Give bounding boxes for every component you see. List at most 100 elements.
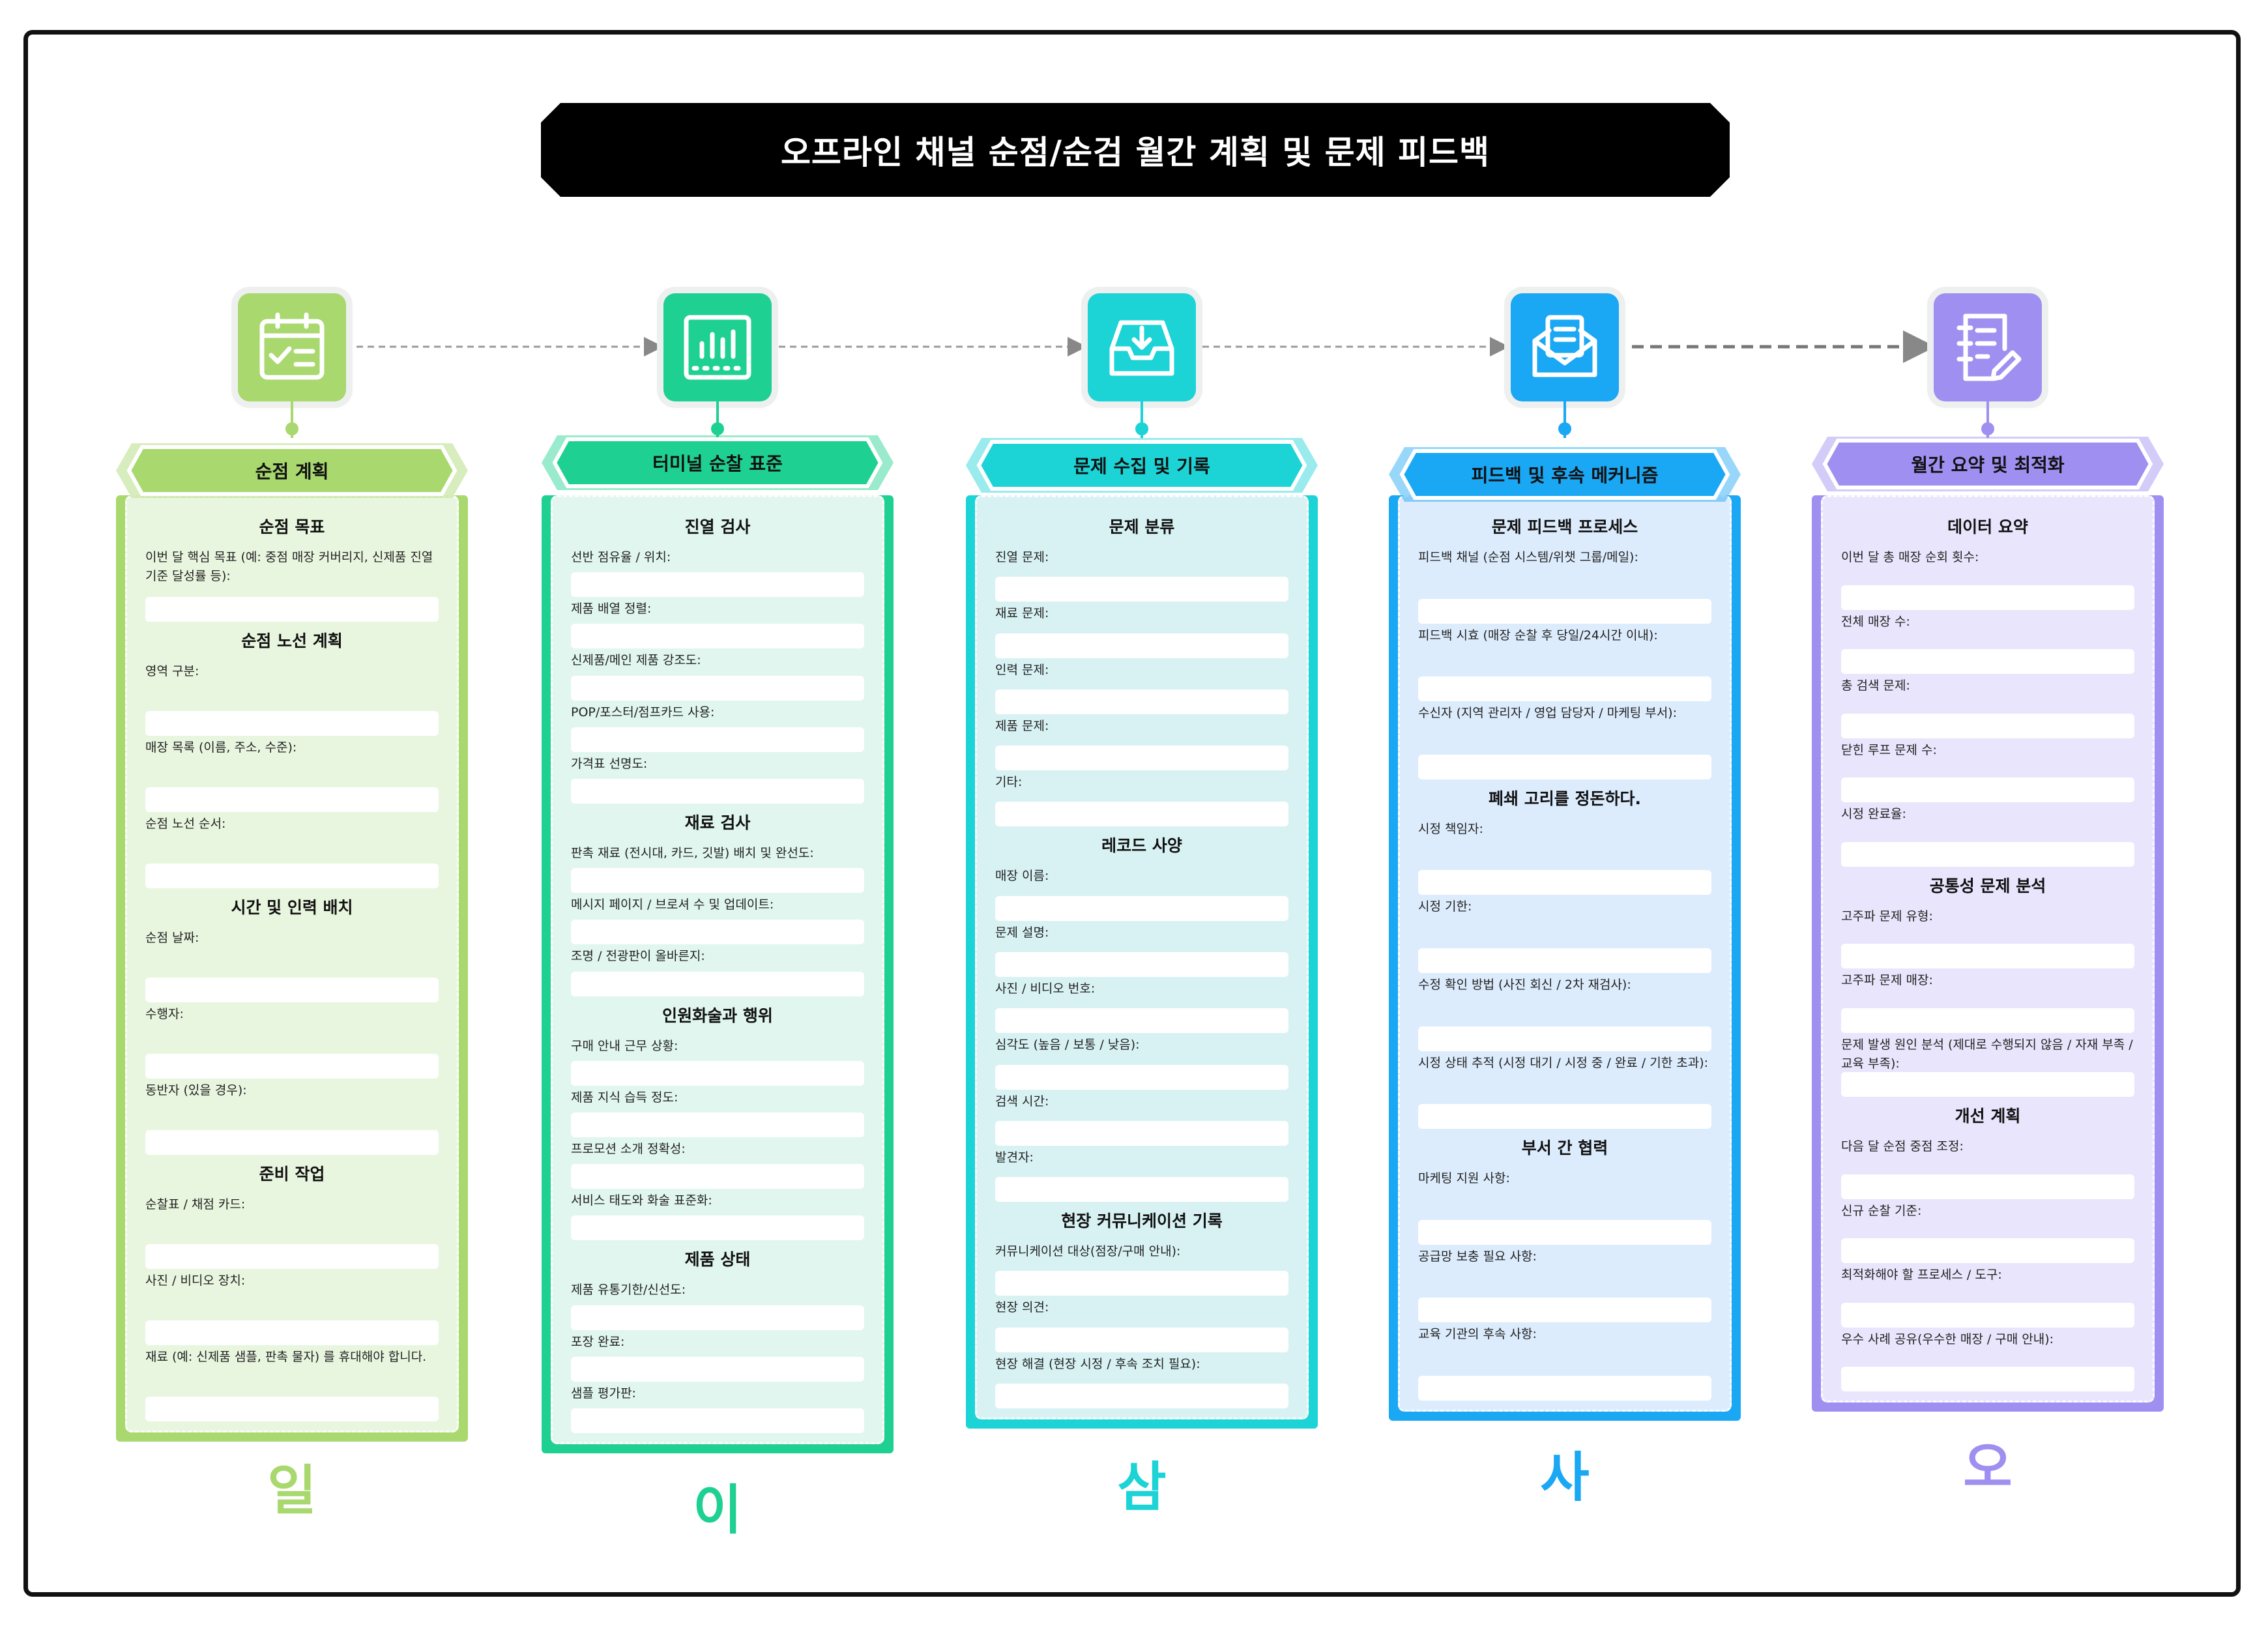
step-header-label: 피드백 및 후속 메커니즘 xyxy=(1471,465,1659,486)
section-title: 부서 간 협력 xyxy=(1521,1139,1608,1158)
connector-dot xyxy=(1135,422,1148,435)
field-input[interactable] xyxy=(1418,598,1711,624)
field-input[interactable] xyxy=(145,1130,439,1155)
field-input[interactable] xyxy=(995,1064,1288,1090)
field-input[interactable] xyxy=(1841,649,2134,674)
field-input[interactable] xyxy=(1841,778,2134,802)
field-label: 다음 달 순점 중점 조정: xyxy=(1841,1139,1964,1154)
field-input[interactable] xyxy=(995,1327,1288,1352)
field-label: 커뮤니케이션 대상(점장/구매 안내): xyxy=(995,1244,1181,1259)
field-input[interactable] xyxy=(1418,870,1711,895)
field-input[interactable] xyxy=(1418,1376,1711,1401)
field-input[interactable] xyxy=(571,1060,864,1086)
section-title: 재료 검사 xyxy=(684,813,751,832)
field-input[interactable] xyxy=(145,711,439,736)
field-input[interactable] xyxy=(1418,1298,1711,1323)
field-input[interactable] xyxy=(145,787,439,812)
field-label: POP/포스터/점프카드 사용: xyxy=(571,705,715,720)
field-input[interactable] xyxy=(571,1305,864,1330)
step-header-1: 순점 계획 xyxy=(109,441,474,501)
field-input[interactable] xyxy=(1841,944,2134,968)
field-label: 닫힌 루프 문제 수: xyxy=(1841,742,1937,757)
field-input[interactable] xyxy=(995,689,1288,714)
field-label: 이번 달 총 매장 순회 횟수: xyxy=(1841,550,1979,564)
field-input[interactable] xyxy=(571,920,864,945)
field-input[interactable] xyxy=(995,952,1288,977)
field-input[interactable] xyxy=(571,1112,864,1137)
field-input[interactable] xyxy=(571,1356,864,1382)
field-input[interactable] xyxy=(995,1120,1288,1146)
field-input[interactable] xyxy=(995,1008,1288,1034)
field-input[interactable] xyxy=(1841,1072,2134,1097)
field-input[interactable] xyxy=(1841,1174,2134,1199)
field-label: 신제품/메인 제품 강조도: xyxy=(571,653,701,668)
field-label: 재료 문제: xyxy=(995,606,1049,621)
field-input[interactable] xyxy=(1841,1238,2134,1263)
field-label: 서비스 태도와 화술 표준화: xyxy=(571,1193,712,1208)
field-input[interactable] xyxy=(995,1177,1288,1202)
section-title: 개선 계획 xyxy=(1955,1107,2021,1126)
field-input[interactable] xyxy=(571,868,864,894)
field-input[interactable] xyxy=(571,779,864,804)
field-label: 제품 유통기한/신선도: xyxy=(571,1283,686,1298)
field-label: 매장 이름: xyxy=(995,869,1049,884)
field-input[interactable] xyxy=(1418,1104,1711,1129)
field-input[interactable] xyxy=(571,1408,864,1433)
field-input[interactable] xyxy=(995,633,1288,658)
connector-dot xyxy=(1981,422,1994,435)
field-input[interactable] xyxy=(1418,1026,1711,1051)
field-input[interactable] xyxy=(995,577,1288,602)
section-title: 현장 커뮤니케이션 기록 xyxy=(1061,1212,1223,1231)
field-input[interactable] xyxy=(995,802,1288,827)
field-input[interactable] xyxy=(571,1215,864,1241)
field-input[interactable] xyxy=(571,624,864,649)
field-input[interactable] xyxy=(1418,948,1711,973)
field-input[interactable] xyxy=(1418,1219,1711,1245)
field-input[interactable] xyxy=(145,978,439,1002)
field-input[interactable] xyxy=(145,1397,439,1421)
section-title: 진열 검사 xyxy=(684,517,751,536)
field-input[interactable] xyxy=(1841,1008,2134,1033)
field-input[interactable] xyxy=(571,675,864,701)
field-input[interactable] xyxy=(1841,1367,2134,1391)
field-input[interactable] xyxy=(145,864,439,888)
field-input[interactable] xyxy=(995,746,1288,771)
section-title: 순점 노선 계획 xyxy=(241,632,343,650)
field-input[interactable] xyxy=(995,895,1288,921)
field-input[interactable] xyxy=(1841,1302,2134,1328)
field-input[interactable] xyxy=(145,1244,439,1269)
field-label: 고주파 문제 매장: xyxy=(1841,973,1933,987)
field-input[interactable] xyxy=(145,1320,439,1345)
field-input[interactable] xyxy=(1841,841,2134,867)
field-input[interactable] xyxy=(995,1271,1288,1296)
section-title: 문제 분류 xyxy=(1109,517,1175,536)
field-label: 진열 문제: xyxy=(995,550,1049,564)
field-input[interactable] xyxy=(1841,585,2134,610)
step-numeral: 일 xyxy=(267,1460,317,1522)
field-label: 시정 책임자: xyxy=(1418,821,1483,836)
field-label: 현장 해결 (현장 시정 / 후속 조치 필요): xyxy=(995,1356,1200,1371)
field-input[interactable] xyxy=(995,1384,1288,1408)
field-label: 메시지 페이지 / 브로셔 수 및 업데이트: xyxy=(571,897,774,912)
field-label: 최적화해야 할 프로세스 / 도구: xyxy=(1841,1268,2002,1282)
field-input[interactable] xyxy=(1418,754,1711,779)
field-input[interactable] xyxy=(145,597,439,622)
field-label: 매장 목록 (이름, 주소, 수준): xyxy=(145,740,297,755)
field-input[interactable] xyxy=(571,971,864,996)
step-header-label: 월간 요약 및 최적화 xyxy=(1911,454,2065,476)
field-input[interactable] xyxy=(571,1164,864,1189)
page-title: 오프라인 채널 순점/순검 월간 계획 및 문제 피드백 xyxy=(780,134,1490,171)
field-input[interactable] xyxy=(1418,676,1711,702)
field-input[interactable] xyxy=(571,572,864,598)
field-input[interactable] xyxy=(1841,713,2134,738)
field-input[interactable] xyxy=(571,727,864,752)
field-label: 전체 매장 수: xyxy=(1841,614,1910,629)
field-input[interactable] xyxy=(145,1054,439,1079)
field-label: 시정 완료율: xyxy=(1841,807,1906,821)
field-label: 제품 지식 습득 정도: xyxy=(571,1090,678,1105)
field-label: 문제 발생 원인 분석 (제대로 수행되지 않음 / 자재 부족 / 교육 부족… xyxy=(1841,1037,2133,1071)
field-label: 교육 기관의 후속 사항: xyxy=(1418,1327,1537,1342)
